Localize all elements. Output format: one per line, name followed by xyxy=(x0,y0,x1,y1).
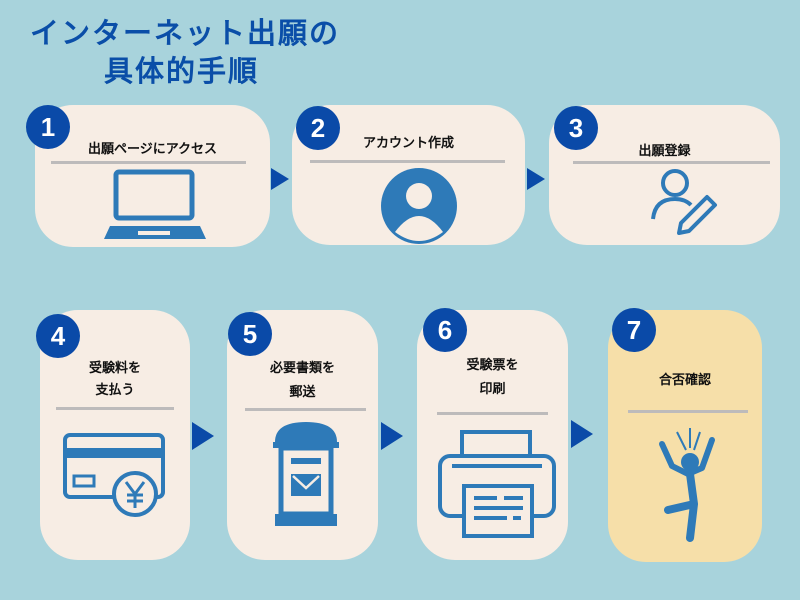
jumping-person-icon xyxy=(659,428,715,542)
step-label-line1: 必要書類を xyxy=(269,361,335,376)
step-number-badge-1: 1 xyxy=(26,105,70,149)
step-number-badge-4: 4 xyxy=(36,314,80,358)
page-title-line1: インターネット出願の xyxy=(30,16,341,50)
step-label-line1: 受験票を xyxy=(466,358,519,373)
divider xyxy=(573,161,770,164)
arrow-right-icon xyxy=(381,422,403,450)
arrow-right-icon xyxy=(271,168,289,190)
step-label-line2: 支払う xyxy=(95,383,135,398)
step-label: 出願ページにアクセス xyxy=(87,142,218,157)
step-card-4: 受験料を 支払う xyxy=(40,310,190,560)
user-edit-icon xyxy=(651,169,717,235)
step-card-6: 受験票を 印刷 xyxy=(417,310,568,560)
mailbox-icon xyxy=(273,422,339,526)
page-title-line2: 具体的手順 xyxy=(104,54,260,88)
step-label-line2: 印刷 xyxy=(479,382,506,397)
step-card-7: 合否確認 xyxy=(608,310,762,562)
arrow-right-icon xyxy=(527,168,545,190)
step-number-badge-3: 3 xyxy=(554,106,598,150)
divider xyxy=(628,410,748,413)
arrow-right-icon xyxy=(571,420,593,448)
step-number-badge-2: 2 xyxy=(296,106,340,150)
step-number-badge-6: 6 xyxy=(423,308,467,352)
step-label-line2: 郵送 xyxy=(289,385,316,400)
divider xyxy=(51,161,246,164)
user-avatar-icon xyxy=(381,168,457,244)
step-card-1: 出願ページにアクセス xyxy=(35,105,270,247)
step-label: 合否確認 xyxy=(658,373,711,388)
divider xyxy=(310,160,505,163)
step-number-badge-7: 7 xyxy=(612,308,656,352)
divider xyxy=(245,408,366,411)
laptop-icon xyxy=(104,169,206,239)
step-label: 出願登録 xyxy=(638,144,691,159)
divider xyxy=(56,407,174,410)
step-number-badge-5: 5 xyxy=(228,312,272,356)
arrow-right-icon xyxy=(192,422,214,450)
step-label-line1: 受験料を xyxy=(88,361,141,376)
printer-icon xyxy=(438,430,556,538)
divider xyxy=(437,412,548,415)
step-card-2: アカウント作成 xyxy=(292,105,525,245)
credit-card-yen-icon xyxy=(63,433,165,517)
step-label: アカウント作成 xyxy=(362,136,454,151)
